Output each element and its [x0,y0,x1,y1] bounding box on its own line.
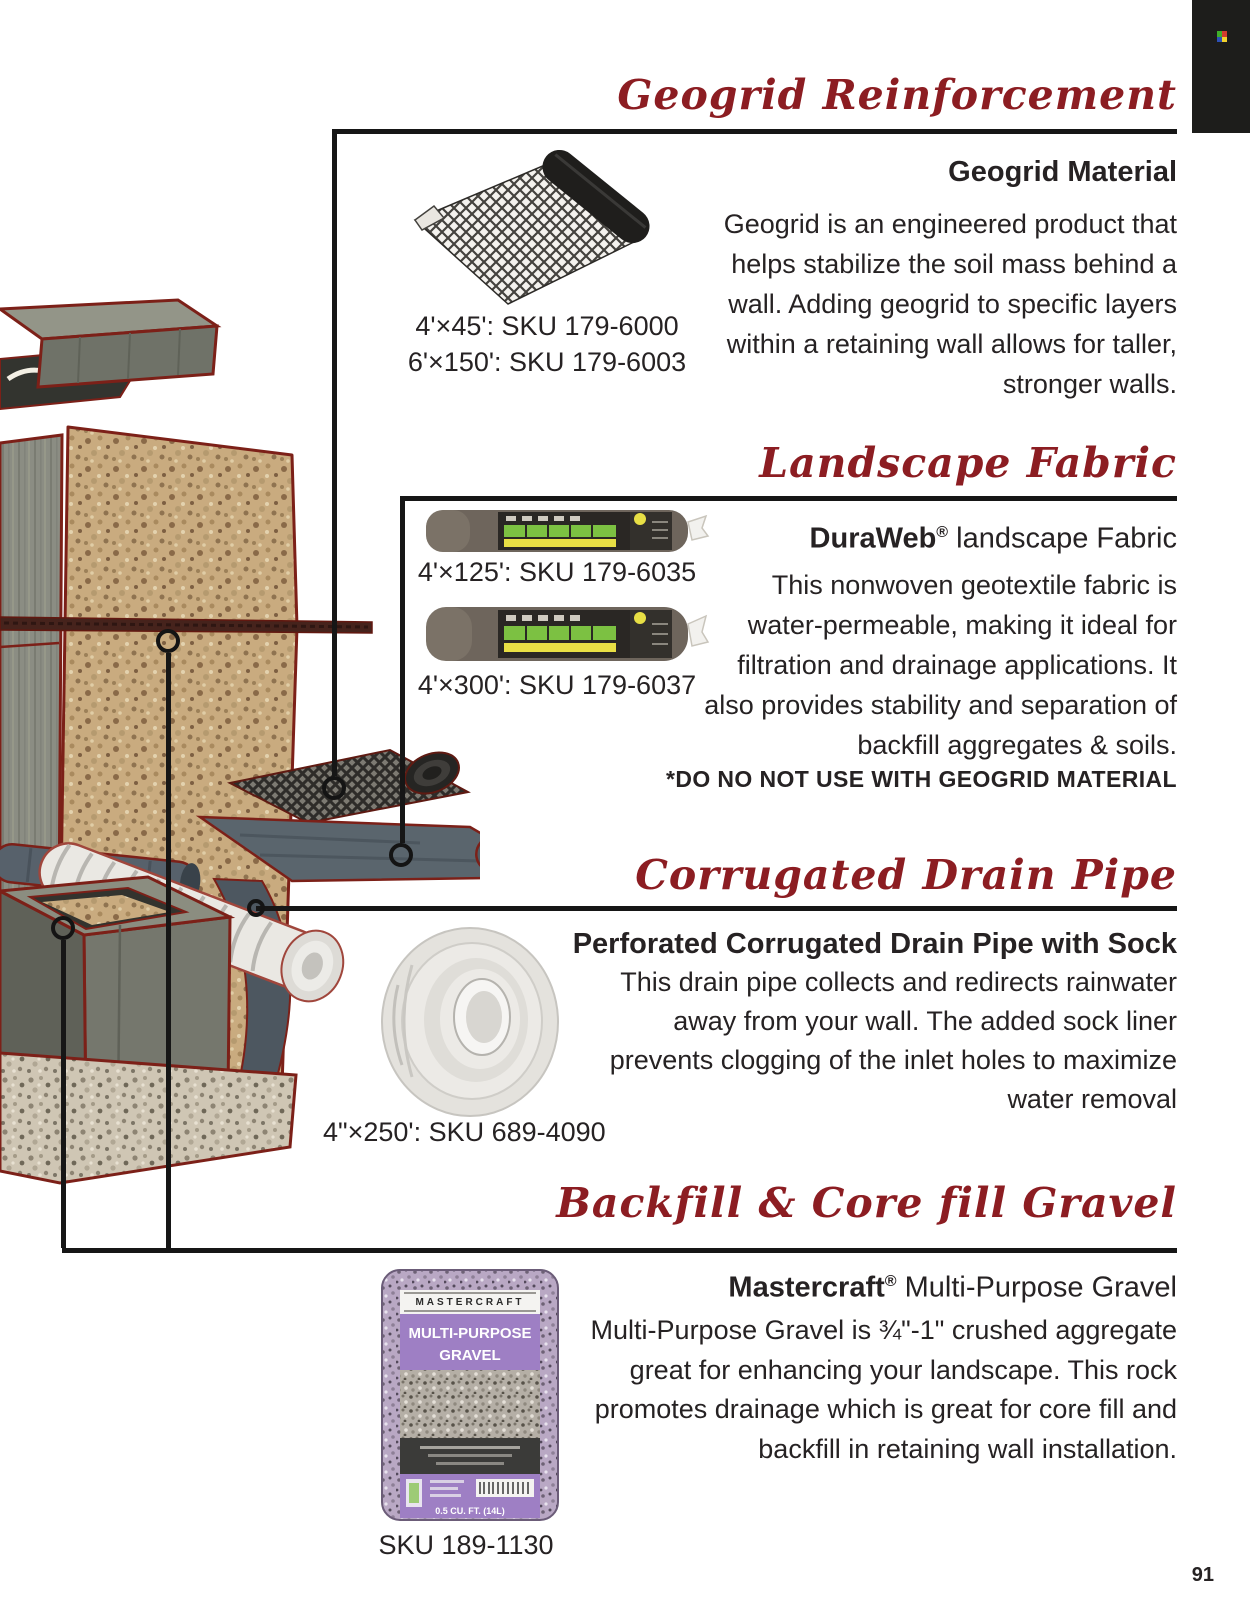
fabric-sku-1: 4'×125': SKU 179-6035 [417,557,697,587]
fabric-body-text: This nonwoven geotextile fabric is water… [537,565,1177,765]
pipe-body-text: This drain pipe collects and redirects r… [537,963,1177,1119]
geogrid-body-text: Geogrid is an engineered product that he… [537,204,1177,404]
body-line: This drain pipe collects and redirects r… [620,967,1177,997]
base-gravel-slab [0,1051,298,1185]
body-line: great for enhancing your landscape. This… [629,1354,1177,1385]
body-line: helps stabilize the soil mass behind a [731,249,1177,279]
section-heading-landscape-fabric: Landscape Fabric [759,439,1177,487]
bag-size-label: 0.5 CU. FT. (14L) [435,1506,505,1516]
section-heading-geogrid: Geogrid Reinforcement [617,71,1177,119]
callout-line-geogrid [332,129,337,776]
sku-line: 4'×45': SKU 179-6000 [415,311,679,341]
callout-circle-pipe [247,899,265,917]
body-line: away from your wall. The added sock line… [673,1006,1177,1036]
body-line: filtration and drainage applications. It [737,650,1177,680]
subheading-geogrid-material: Geogrid Material [948,156,1177,188]
brand-name: DuraWeb [809,522,937,555]
brand-name: Mastercraft [728,1271,885,1304]
subheading-perforated-pipe: Perforated Corrugated Drain Pipe with So… [572,928,1177,960]
body-line: Geogrid is an engineered product that [723,209,1177,239]
geogrid-product-image [413,149,650,305]
fabric-roll-product-image-small [426,510,710,552]
subheading-rest: Multi-Purpose Gravel [896,1271,1177,1304]
subheading-rest: landscape Fabric [948,522,1177,555]
rule-backfill-gravel [62,1248,1177,1253]
body-line: stronger walls. [1002,369,1177,399]
fabric-warning-note: *DO NO NOT USE WITH GEOGRID MATERIAL [665,766,1177,792]
gravel-bag-product-image: MASTERCRAFT MULTI-PURPOSE GRAVEL 0.5 CU.… [381,1269,559,1521]
bag-title-line1: MULTI-PURPOSE [408,1325,531,1342]
registered-mark: ® [936,524,949,541]
page-number: 91 [1191,1564,1214,1586]
body-line: Multi-Purpose Gravel is ¾"-1" crushed ag… [590,1315,1177,1345]
fabric-sku-2: 4'×300': SKU 179-6037 [417,670,697,700]
drain-pipe-product-image [381,927,559,1117]
core-fill-gravel [42,895,170,925]
sku-line: 6'×150': SKU 179-6003 [407,347,687,377]
callout-line-backfill [166,653,171,1248]
callout-line-corefill [61,940,66,1248]
subheading-mastercraft: Mastercraft® Multi-Purpose Gravel [728,1266,1177,1304]
body-line: within a retaining wall allows for talle… [726,329,1177,359]
corner-tab [1192,0,1250,133]
four-color-grid-icon [1217,31,1227,42]
rule-geogrid [332,129,1177,134]
body-line: backfill aggregates & soils. [857,730,1177,760]
gravel-sku: SKU 189-1130 [378,1530,554,1560]
rule-drain-pipe [256,906,1177,911]
body-line: This nonwoven geotextile fabric is [771,570,1177,600]
body-line: water-permeable, making it ideal for [747,610,1177,640]
gravel-body-text: Multi-Purpose Gravel is ¾"-1" crushed ag… [537,1311,1177,1469]
body-line: promotes drainage which is great for cor… [594,1394,1177,1424]
registered-mark: ® [884,1273,897,1290]
body-line: also provides stability and separation o… [704,690,1177,720]
callout-circle-corefill [51,916,75,940]
body-line: water removal [1007,1084,1177,1114]
geogrid-skus: 4'×45': SKU 179-6000 6'×150': SKU 179-60… [397,308,697,380]
body-line: prevents clogging of the inlet holes to … [609,1045,1177,1075]
fabric-roll-end [475,825,480,877]
bag-title-line2: GRAVEL [439,1347,500,1364]
cap-stone-face [36,324,219,389]
landscape-fabric-sheet [195,815,480,883]
callout-circle-backfill [156,629,180,653]
callout-line-fabric [400,496,405,843]
callout-circle-fabric [389,843,413,867]
callout-circle-geogrid [322,776,346,800]
section-heading-drain-pipe: Corrugated Drain Pipe [635,851,1177,899]
subheading-duraweb: DuraWeb® landscape Fabric [810,517,1177,555]
rule-landscape-fabric [400,496,1177,501]
section-heading-backfill-gravel: Backfill & Core fill Gravel [556,1179,1177,1227]
retaining-wall-cross-section-illustration [0,298,480,1185]
fabric-roll-product-image-large [426,607,710,661]
body-line: backfill in retaining wall installation. [758,1433,1177,1464]
pipe-sku: 4"×250': SKU 689-4090 [323,1117,606,1147]
bag-brand-label: MASTERCRAFT [415,1297,524,1308]
body-line: wall. Adding geogrid to specific layers [728,289,1177,319]
